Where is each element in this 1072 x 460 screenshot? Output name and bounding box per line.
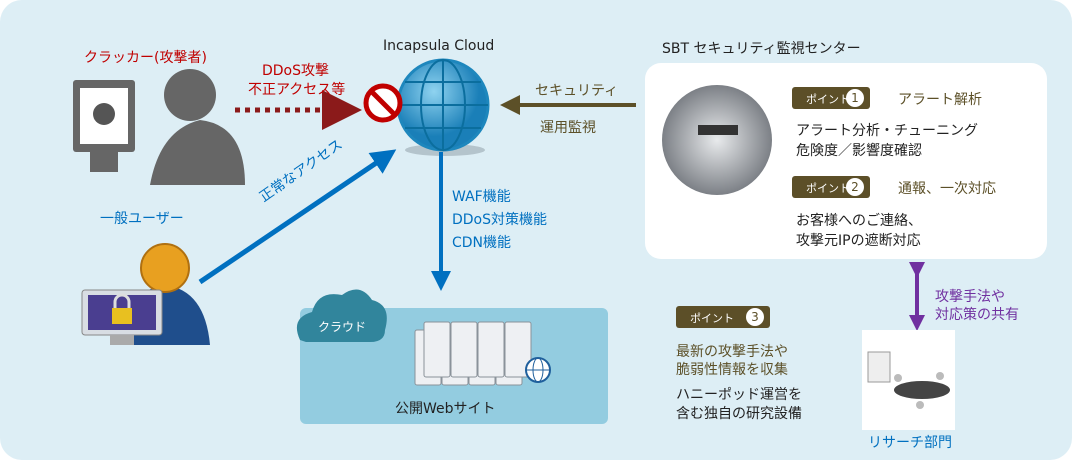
cloud-shape [296,289,387,342]
attack-text-2: 不正アクセス等 [248,82,346,98]
point-2-title: 通報、一次対応 [898,181,996,197]
cracker-icon [73,69,245,185]
sbt-title: SBT セキュリティ監視センター [662,41,861,57]
attack-text-1: DDoS攻撃 [262,63,330,79]
research-label: リサーチ部門 [868,435,952,451]
block-icon [363,83,403,123]
badge-label: ポイント [806,182,850,195]
monitoring-text-2: 運用監視 [540,120,596,136]
point-1-title: アラート解析 [898,92,982,108]
point-3-line-4: 含む独自の研究設備 [676,406,802,422]
function-cdn: CDN機能 [452,235,512,251]
web-icon [525,357,551,383]
user-label: 一般ユーザー [100,211,184,227]
point-3-badge: ポイント 3 [676,306,770,328]
servers-icon [414,321,532,386]
badge-number: 2 [846,178,864,196]
user-icon [81,243,210,345]
point-1-line-1: アラート分析・チューニング [796,123,978,139]
cloud-label: クラウド [318,320,367,334]
monitoring-text-1: セキュリティ [535,83,619,99]
share-text-2: 対応策の共有 [935,307,1019,323]
research-image [862,330,955,430]
website-label: 公開Webサイト [395,401,496,417]
share-text-1: 攻撃手法や [935,289,1005,305]
point-2-line-1: お客様へのご連絡、 [796,213,922,229]
badge-number: 3 [746,308,764,326]
monitoring-center-photo [662,85,772,195]
point-3-line-1: 最新の攻撃手法や [676,344,788,360]
badge-label: ポイント [806,93,850,106]
globe-icon [396,58,490,156]
badge-label: ポイント [690,312,734,325]
function-waf: WAF機能 [452,189,511,205]
cracker-label: クラッカー(攻撃者) [84,50,207,66]
point-3-line-2: 脆弱性情報を収集 [676,362,788,378]
point-2-line-2: 攻撃元IPの遮断対応 [796,233,921,249]
function-ddos: DDoS対策機能 [452,212,548,228]
incapsula-title: Incapsula Cloud [383,38,495,54]
badge-number: 1 [846,89,864,107]
point-3-line-3: ハニーポッド運営を [676,387,802,403]
point-1-line-2: 危険度／影響度確認 [796,143,922,159]
